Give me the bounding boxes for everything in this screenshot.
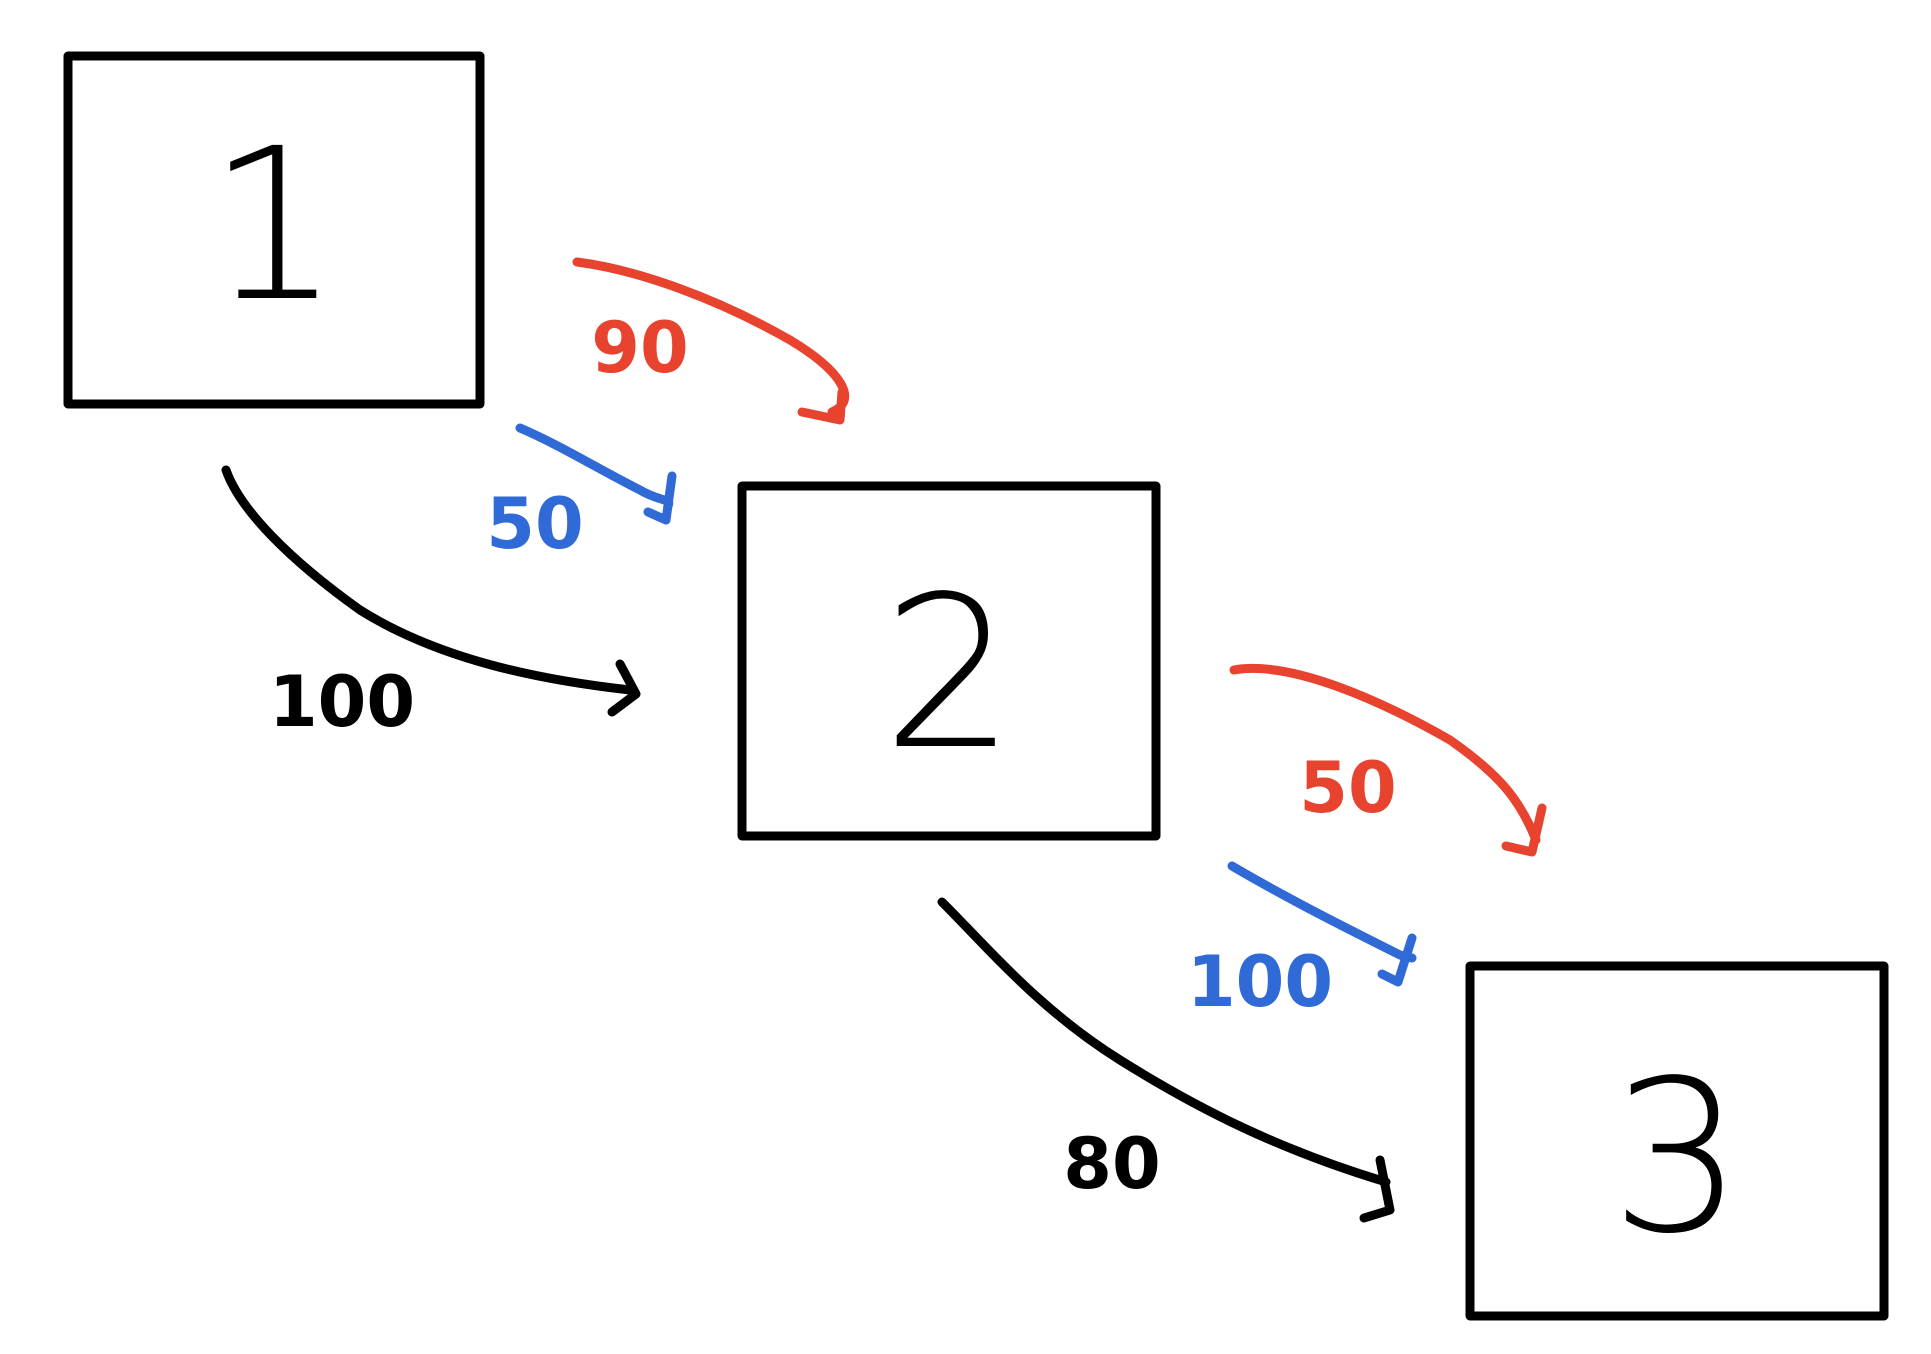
edge-1-2-black-arrowhead (607, 659, 641, 717)
edge-1-2-blue: 50 (486, 423, 677, 565)
edge-1-2-black-line (221, 465, 635, 695)
edge-2-3-blue-arrowhead (1377, 933, 1417, 987)
edge-1-2-blue-arrowhead (643, 471, 677, 525)
edge-2-3-red-label: 50 (1299, 747, 1396, 829)
edge-2-3-blue-label: 100 (1187, 941, 1333, 1023)
node-1: 1 (63, 51, 485, 409)
node-2-label: 2 (882, 551, 1016, 796)
edge-2-3-red: 50 (1229, 663, 1547, 857)
node-1-label: 1 (207, 103, 341, 348)
node-1-box (63, 51, 485, 409)
node-2: 2 (737, 481, 1161, 841)
edge-1-2-red-label: 90 (591, 307, 688, 389)
node-3-box (1465, 961, 1889, 1321)
edge-2-3-red-line (1229, 663, 1541, 845)
edge-1-2-blue-label: 50 (486, 483, 583, 565)
edge-2-3-black: 80 (937, 897, 1395, 1223)
edge-2-3-blue-line (1227, 861, 1417, 963)
edge-2-3-red-arrowhead (1501, 803, 1547, 857)
edge-1-2-black: 100 (221, 465, 641, 743)
edge-2-3-black-line (937, 897, 1391, 1187)
edge-2-3-black-label: 80 (1063, 1123, 1160, 1205)
edge-1-2-red: 90 (572, 257, 850, 425)
edge-1-2-black-label: 100 (269, 661, 415, 743)
node-2-box (737, 481, 1161, 841)
node-3-label: 3 (1610, 1035, 1744, 1280)
edge-2-3-black-arrowhead (1359, 1155, 1395, 1223)
edge-2-3-blue: 100 (1187, 861, 1417, 1023)
node-3: 3 (1465, 961, 1889, 1321)
edge-1-2-red-arrowhead (797, 387, 847, 425)
